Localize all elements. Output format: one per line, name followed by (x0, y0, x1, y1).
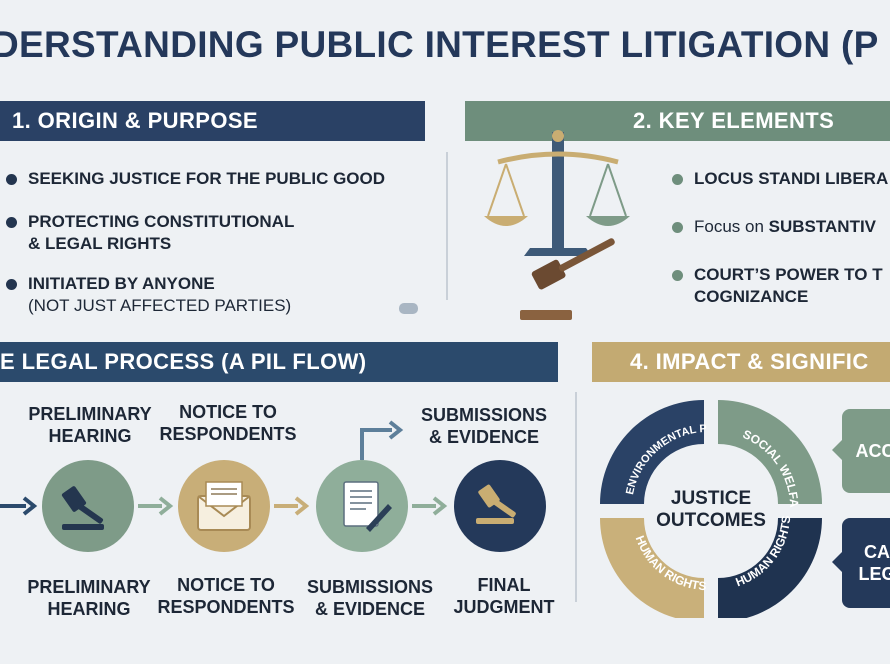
wheel-center-line1: JUSTICE (671, 488, 751, 509)
origin-bullet-1: SEEKING JUSTICE FOR THE PUBLIC GOOD (6, 168, 385, 190)
origin-bullet-2: PROTECTING CONSTITUTIONAL & LEGAL RIGHTS (6, 211, 294, 255)
section-impact-header: 4. IMPACT & SIGNIFIC (592, 342, 890, 382)
segment-environmental (600, 400, 704, 504)
bullet-dot (672, 270, 683, 281)
bullet-dot (6, 174, 17, 185)
process-flow (0, 420, 546, 552)
bullet-text-block: COURT’S POWER TO T COGNIZANCE (694, 264, 883, 308)
step-circle-hearing (42, 460, 134, 552)
impact-wheel: ENVIRONMENTAL PROTECTION SOCIAL WELFARE … (592, 392, 822, 618)
impact-card-access: ACC (842, 409, 890, 493)
key-bullet-1: LOCUS STANDI LIBERA (672, 168, 888, 190)
impact-card-label: LEG (858, 564, 890, 584)
card-pointer (832, 552, 842, 572)
bullet-text-block: INITIATED BY ANYONE (NOT JUST AFFECTED P… (28, 273, 291, 317)
key-bullet-3: COURT’S POWER TO T COGNIZANCE (672, 264, 883, 308)
section-process-header: E LEGAL PROCESS (A PIL FLOW) (0, 342, 558, 382)
bullet-text: SUBSTANTIV (768, 217, 877, 236)
bullet-text-block: Focus on SUBSTANTIV (694, 216, 876, 238)
section-key-elements-header: 2. KEY ELEMENTS (465, 101, 890, 141)
bullet-text: INITIATED BY ANYONE (28, 274, 215, 293)
origin-bullet-3: INITIATED BY ANYONE (NOT JUST AFFECTED P… (6, 273, 291, 317)
step-top-label-3: SUBMISSIONS& EVIDENCE (420, 405, 548, 447)
bullet-prefix: Focus on (694, 217, 769, 236)
pill-decoration (399, 303, 418, 314)
page-title: DERSTANDING PUBLIC INTEREST LITIGATION (… (0, 24, 879, 65)
section-impact-title: 4. IMPACT & SIGNIFIC (630, 349, 869, 374)
section-key-elements-title: 2. KEY ELEMENTS (633, 108, 835, 133)
section-divider (446, 152, 448, 300)
key-bullet-2: Focus on SUBSTANTIV (672, 216, 876, 238)
bullet-text: & LEGAL RIGHTS (28, 234, 172, 253)
scales-icon (484, 130, 630, 320)
card-pointer (832, 440, 842, 460)
bullet-text: COGNIZANCE (694, 287, 809, 306)
bullet-dot (672, 222, 683, 233)
bullet-text: LOCUS STANDI LIBERA (694, 169, 889, 188)
bullet-dot (672, 174, 683, 185)
bullet-text: PROTECTING CONSTITUTIONAL (28, 212, 295, 231)
segment-human-rights-right (718, 518, 822, 618)
bullet-subtext: (NOT JUST AFFECTED PARTIES) (28, 296, 292, 315)
segment-social-welfare (718, 400, 822, 504)
section-divider-2 (575, 392, 577, 602)
section-origin-title: 1. ORIGIN & PURPOSE (12, 108, 258, 133)
bullet-text: SEEKING JUSTICE FOR THE PUBLIC GOOD (28, 169, 386, 188)
wheel-center-line2: OUTCOMES (656, 510, 766, 531)
step-bottom-label-3: SUBMISSIONS& EVIDENCE (306, 577, 434, 619)
segment-human-rights-left (600, 518, 704, 618)
bullet-text-block: PROTECTING CONSTITUTIONAL & LEGAL RIGHTS (28, 211, 294, 255)
section-origin-header: 1. ORIGIN & PURPOSE (0, 101, 425, 141)
impact-card-label: ACC (855, 440, 890, 461)
bullet-dot (6, 279, 17, 290)
bullet-dot (6, 217, 17, 228)
impact-card-legal: CA LEG (842, 518, 890, 608)
section-process-title: E LEGAL PROCESS (A PIL FLOW) (0, 349, 367, 374)
bullet-text: COURT’S POWER TO T (694, 265, 883, 284)
impact-card-label: CA (864, 542, 890, 562)
